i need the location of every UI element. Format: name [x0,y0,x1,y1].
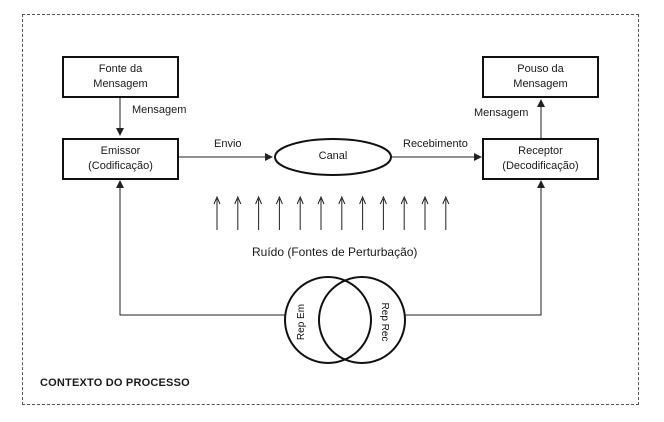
receiver-line2: (Decodificação) [502,159,578,174]
repertoire-receiver-label: Rep Rec [379,303,390,342]
message-destination-box: Pouso da Mensagem [482,56,599,98]
emitter-line1: Emissor [101,144,141,159]
receive-label: Recebimento [403,138,468,150]
destination-line1: Pouso da [517,62,563,77]
emitter-line2: (Codificação) [88,159,153,174]
repertoire-receiver-circle [319,277,405,363]
repertoire-emitter-label: Rep Em [296,304,307,340]
message-source-line2: Mensagem [93,77,147,92]
message-right-label: Mensagem [474,107,528,119]
context-label: CONTEXTO DO PROCESSO [40,377,190,389]
destination-line2: Mensagem [513,77,567,92]
noise-arrows [214,197,449,230]
receiver-box: Receptor (Decodificação) [482,138,599,180]
message-left-label: Mensagem [132,104,186,116]
noise-label: Ruído (Fontes de Perturbação) [252,245,417,259]
channel-label: Canal [313,150,353,162]
receiver-line1: Receptor [518,144,563,159]
emitter-box: Emissor (Codificação) [62,138,179,180]
message-source-line1: Fonte da [99,62,142,77]
message-source-box: Fonte da Mensagem [62,56,179,98]
send-label: Envio [214,138,242,150]
